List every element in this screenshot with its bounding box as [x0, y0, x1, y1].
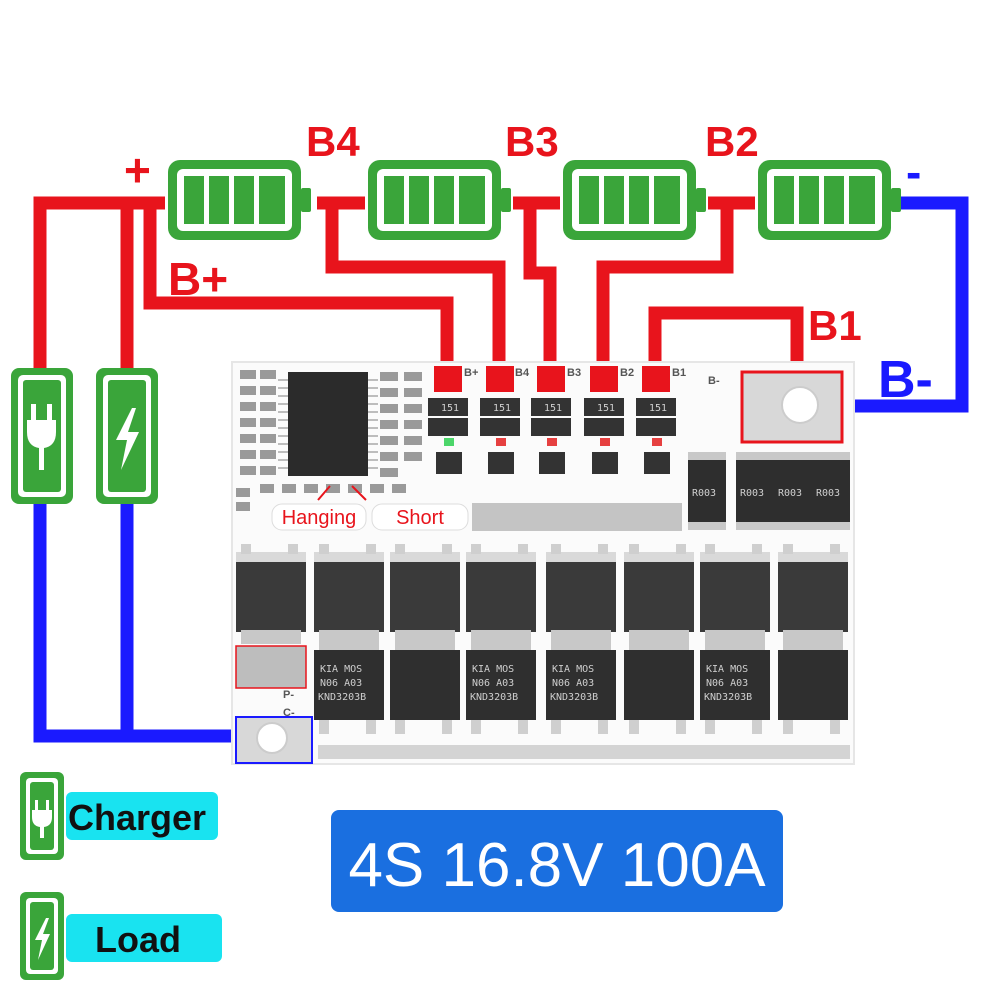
battery-cell-3 — [368, 160, 511, 240]
shunt-code: R003 — [778, 488, 802, 499]
c-minus-pad — [235, 716, 313, 764]
pin-label-b2: B2 — [620, 367, 634, 379]
battery-cell-2 — [563, 160, 706, 240]
plug-icon — [32, 800, 52, 838]
balance-resistors — [428, 398, 676, 474]
charger-legend-label: Charger — [68, 797, 206, 838]
plus-label: + — [124, 144, 151, 196]
shunt-code: R003 — [740, 488, 764, 499]
mosfet-marking: KND3203B — [550, 692, 598, 703]
charger-port-box — [11, 368, 73, 504]
mosfet-marking: KIA MOS — [552, 664, 594, 675]
load-port-box — [96, 368, 158, 504]
pin-label-b-plus: B+ — [464, 367, 478, 379]
shunt-resistors — [688, 452, 850, 530]
red-wires — [33, 196, 804, 378]
shunt-code: R003 — [816, 488, 840, 499]
mosfet-marking: N06 A03 — [472, 678, 514, 689]
mosfet-marking: KND3203B — [318, 692, 366, 703]
p-minus-pad — [235, 645, 307, 689]
resistor-code: 151 — [441, 403, 459, 414]
b-minus-label: B- — [878, 351, 933, 409]
short-label: Short — [396, 507, 444, 529]
load-legend-label: Load — [95, 919, 181, 960]
plug-icon — [27, 404, 56, 470]
shunt-code: R003 — [692, 488, 716, 499]
legend-load: Load — [20, 892, 222, 980]
b3-label: B3 — [505, 118, 559, 165]
b2-label: B2 — [705, 118, 759, 165]
blue-wires — [33, 196, 969, 743]
mosfet-marking: N06 A03 — [320, 678, 362, 689]
smd-components-left — [236, 370, 422, 511]
jumper-callout: Hanging Short — [271, 485, 469, 531]
spec-text: 4S 16.8V 100A — [348, 831, 766, 900]
legend-charger: Charger — [20, 772, 218, 860]
resistor-code: 151 — [493, 403, 511, 414]
spec-badge: 4S 16.8V 100A — [331, 810, 783, 912]
mosfet-marking: N06 A03 — [706, 678, 748, 689]
lightning-icon — [35, 918, 50, 960]
hanging-label: Hanging — [282, 507, 357, 529]
b-minus-pad-label: B- — [708, 375, 720, 387]
mosfet-marking: KIA MOS — [706, 664, 748, 675]
mosfet-marking: KND3203B — [470, 692, 518, 703]
battery-cell-4 — [168, 160, 311, 240]
battery-cell-1 — [758, 160, 901, 240]
b-minus-pad — [740, 370, 844, 444]
mosfet-marking: KND3203B — [704, 692, 752, 703]
pin-label-b3: B3 — [567, 367, 581, 379]
bms-ic-chip — [278, 372, 378, 476]
resistor-code: 151 — [649, 403, 667, 414]
mosfet-marking: N06 A03 — [552, 678, 594, 689]
mosfet-marking: KIA MOS — [320, 664, 362, 675]
b1-label: B1 — [808, 302, 862, 349]
b-plus-label: B+ — [168, 253, 228, 305]
pin-label-b1: B1 — [672, 367, 686, 379]
c-minus-label: C- — [283, 707, 295, 719]
pin-label-b4: B4 — [515, 367, 530, 379]
bms-pcb-board: B+ B4 B3 B2 B1 — [231, 361, 855, 765]
minus-label: - — [906, 146, 921, 198]
mosfet-marking: KIA MOS — [472, 664, 514, 675]
resistor-code: 151 — [597, 403, 615, 414]
lightning-icon — [116, 408, 139, 470]
b4-label: B4 — [306, 118, 360, 165]
p-minus-label: P- — [283, 689, 294, 701]
resistor-code: 151 — [544, 403, 562, 414]
balance-pin-pads — [434, 366, 670, 392]
